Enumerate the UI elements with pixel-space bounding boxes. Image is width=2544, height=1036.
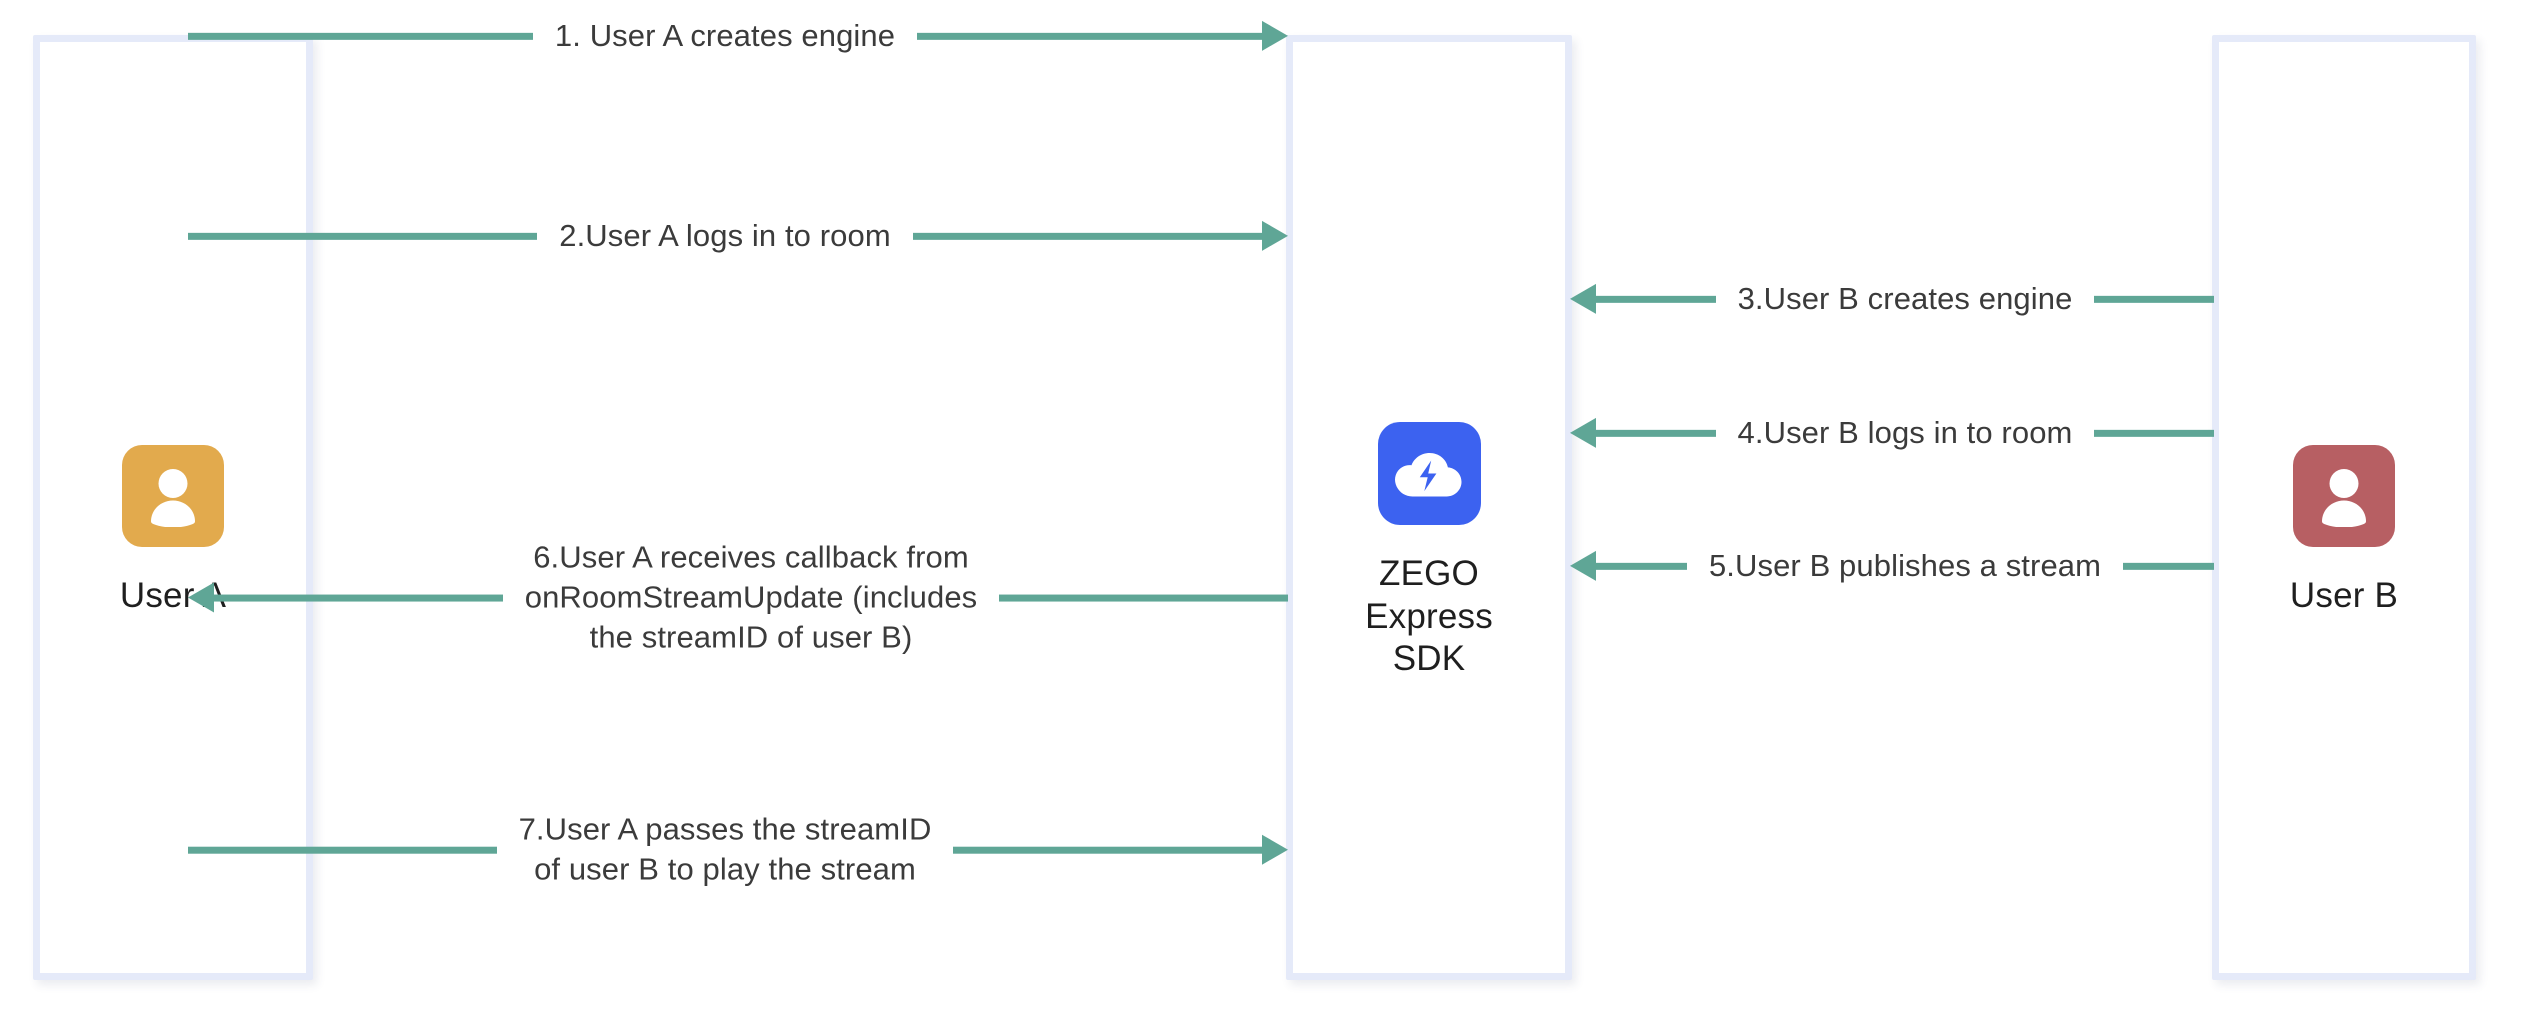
message-label-6: 6.User A receives callback from onRoomSt… — [524, 539, 978, 655]
arrowhead-right-icon — [1262, 220, 1289, 251]
arrow-segment-left — [188, 32, 533, 40]
arrow-segment-left — [214, 594, 503, 602]
arrow-segment-right — [953, 846, 1262, 854]
arrow-segment-left — [188, 846, 497, 854]
arrow-segment-right — [912, 232, 1263, 240]
arrowhead-left-icon — [1570, 283, 1596, 314]
actor-zego-sdk: ZEGO Express SDK — [1293, 422, 1565, 681]
message-label-1: 1. User A creates engine — [554, 17, 896, 53]
lifeline-column-user-b: User B — [2212, 35, 2476, 980]
message-label-3: 3.User B creates engine — [1737, 280, 2073, 316]
arrow-segment-right — [999, 594, 1288, 602]
lifeline-column-user-a: User A — [33, 35, 313, 980]
arrow-segment-left — [1596, 562, 1687, 570]
arrow-segment-left — [1596, 295, 1716, 303]
arrowhead-right-icon — [1262, 20, 1289, 51]
arrow-segment-left — [188, 232, 538, 240]
message-label-2: 2.User A logs in to room — [559, 217, 891, 253]
arrow-segment-right — [2094, 295, 2214, 303]
arrow-segment-left — [1596, 429, 1716, 437]
arrowhead-left-icon — [1570, 550, 1596, 581]
actor-label-user-b: User B — [2289, 576, 2399, 615]
message-label-5: 5.User B publishes a stream — [1708, 547, 2102, 583]
lifeline-column-sdk: ZEGO Express SDK — [1286, 35, 1572, 980]
actor-label-sdk: ZEGO Express SDK — [1365, 554, 1493, 679]
person-avatar-icon — [122, 445, 224, 547]
arrow-segment-right — [2123, 562, 2214, 570]
actor-user-b: User B — [2219, 445, 2469, 618]
arrowhead-left-icon — [188, 582, 214, 613]
person-avatar-icon — [2293, 445, 2395, 547]
cloud-lightning-icon — [1377, 422, 1481, 525]
arrow-segment-right — [917, 32, 1263, 40]
arrowhead-right-icon — [1262, 834, 1288, 865]
message-label-4: 4.User B logs in to room — [1737, 414, 2073, 450]
arrowhead-left-icon — [1570, 417, 1596, 448]
arrow-segment-right — [2094, 429, 2214, 437]
message-label-7: 7.User A passes the streamID of user B t… — [518, 811, 932, 887]
